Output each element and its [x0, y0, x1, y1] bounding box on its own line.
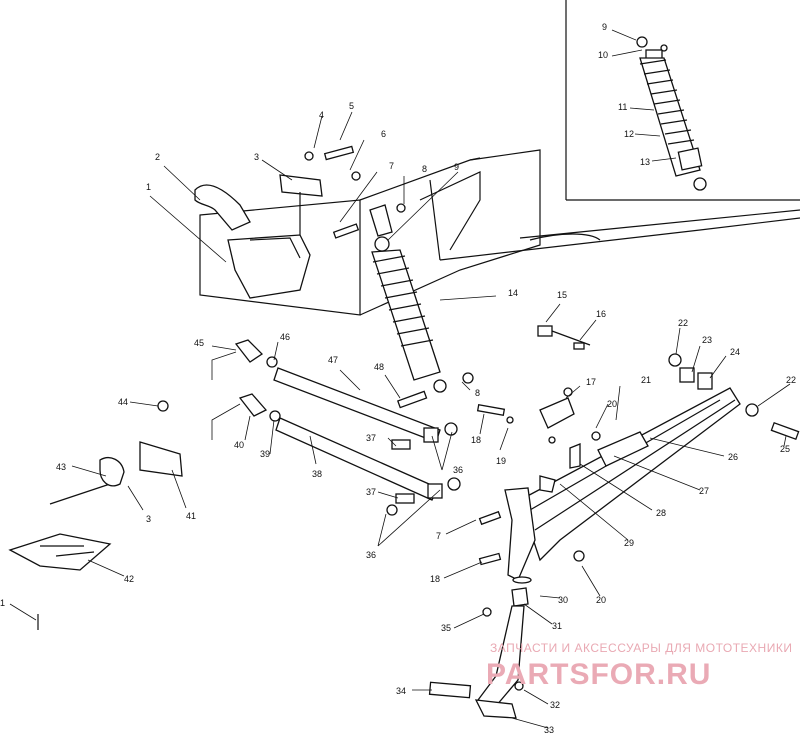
- spindle: [428, 487, 585, 719]
- callout-label: 48: [374, 362, 384, 372]
- callout-label: 38: [312, 469, 322, 479]
- callout-label: 22: [678, 318, 688, 328]
- callout-label: 14: [508, 288, 518, 298]
- callout-label: 3: [254, 152, 259, 162]
- callout-label: 36: [453, 465, 463, 475]
- callout-label: 45: [194, 338, 204, 348]
- callout-label: 28: [656, 508, 666, 518]
- frame-bulkhead: [199, 149, 800, 316]
- inset-shock-absorber: [636, 36, 707, 191]
- lower-left-parts: [8, 441, 183, 630]
- steering-bracket: [194, 174, 323, 299]
- callout-label: 37: [366, 433, 376, 443]
- callout-label: 9: [454, 162, 459, 172]
- callout-label: 24: [730, 347, 740, 357]
- main-shock-absorber: [369, 204, 447, 393]
- callout-label: 9: [602, 22, 607, 32]
- callout-label: 12: [624, 129, 634, 139]
- left-brackets: [157, 339, 281, 440]
- callout-label: 20: [596, 595, 606, 605]
- rod-end-assembly: [476, 325, 601, 444]
- callout-label: 34: [396, 686, 406, 696]
- watermark-tagline: ЗАПЧАСТИ И АКСЕССУАРЫ ДЛЯ МОТОТЕХНИКИ: [490, 641, 792, 655]
- callout-label: 15: [557, 290, 567, 300]
- callout-label: 25: [780, 444, 790, 454]
- callout-label: 27: [699, 486, 709, 496]
- hardware-upper: [304, 145, 474, 409]
- callout-label: 46: [280, 332, 290, 342]
- callout-label: 26: [728, 452, 738, 462]
- callout-label: 11: [618, 102, 627, 112]
- callout-label: 40: [234, 440, 244, 450]
- callout-label: 10: [598, 50, 608, 60]
- callout-label: 30: [558, 595, 568, 605]
- trailing-arm: [519, 353, 800, 562]
- callout-label: 35: [441, 623, 451, 633]
- callout-label: 17: [586, 377, 596, 387]
- callout-label: 19: [496, 456, 506, 466]
- callout-label: 44: [118, 397, 128, 407]
- callout-label: 29: [624, 538, 634, 548]
- callout-label: 8: [475, 388, 480, 398]
- callout-label: 7: [436, 531, 441, 541]
- callout-label: 43: [56, 462, 66, 472]
- leader-lines: [9, 29, 791, 729]
- callout-label: 2: [155, 152, 160, 162]
- callout-label: 39: [260, 449, 270, 459]
- callout-label: 42: [124, 574, 134, 584]
- callout-label: 20: [607, 399, 617, 409]
- callout-label: 36: [366, 550, 376, 560]
- callout-label: 18: [430, 574, 440, 584]
- callout-label: 32: [550, 700, 560, 710]
- callout-label: 33: [544, 725, 554, 735]
- callout-label: 22: [786, 375, 796, 385]
- callout-label: 16: [596, 309, 606, 319]
- callout-label: 1: [146, 182, 151, 192]
- radius-rods: [273, 367, 461, 516]
- callout-label: 41: [186, 511, 196, 521]
- callout-label: 18: [471, 435, 481, 445]
- callout-label: 37: [366, 487, 376, 497]
- callout-label: 7: [389, 161, 394, 171]
- callout-label: 31: [552, 621, 562, 631]
- callout-label: 21: [641, 375, 651, 385]
- callout-label: 3: [146, 514, 151, 524]
- callout-label: 8: [422, 164, 427, 174]
- shock-detail-inset: [565, 0, 800, 201]
- watermark-brand: PARTSFOR.RU: [486, 658, 711, 691]
- callout-label: 5: [349, 101, 354, 111]
- callout-label: 6: [381, 129, 386, 139]
- callout-label: 1: [0, 598, 5, 608]
- callout-label: 47: [328, 355, 338, 365]
- watermark: ЗАПЧАСТИ И АКСЕССУАРЫ ДЛЯ МОТОТЕХНИКИ PA…: [486, 641, 792, 691]
- callout-labels: 9 10 11 12 13 4 5 6 3 2 1 7 8 9 14 15 16…: [0, 22, 796, 735]
- callout-label: 4: [319, 110, 324, 120]
- callout-label: 23: [702, 335, 712, 345]
- callout-label: 13: [640, 157, 650, 167]
